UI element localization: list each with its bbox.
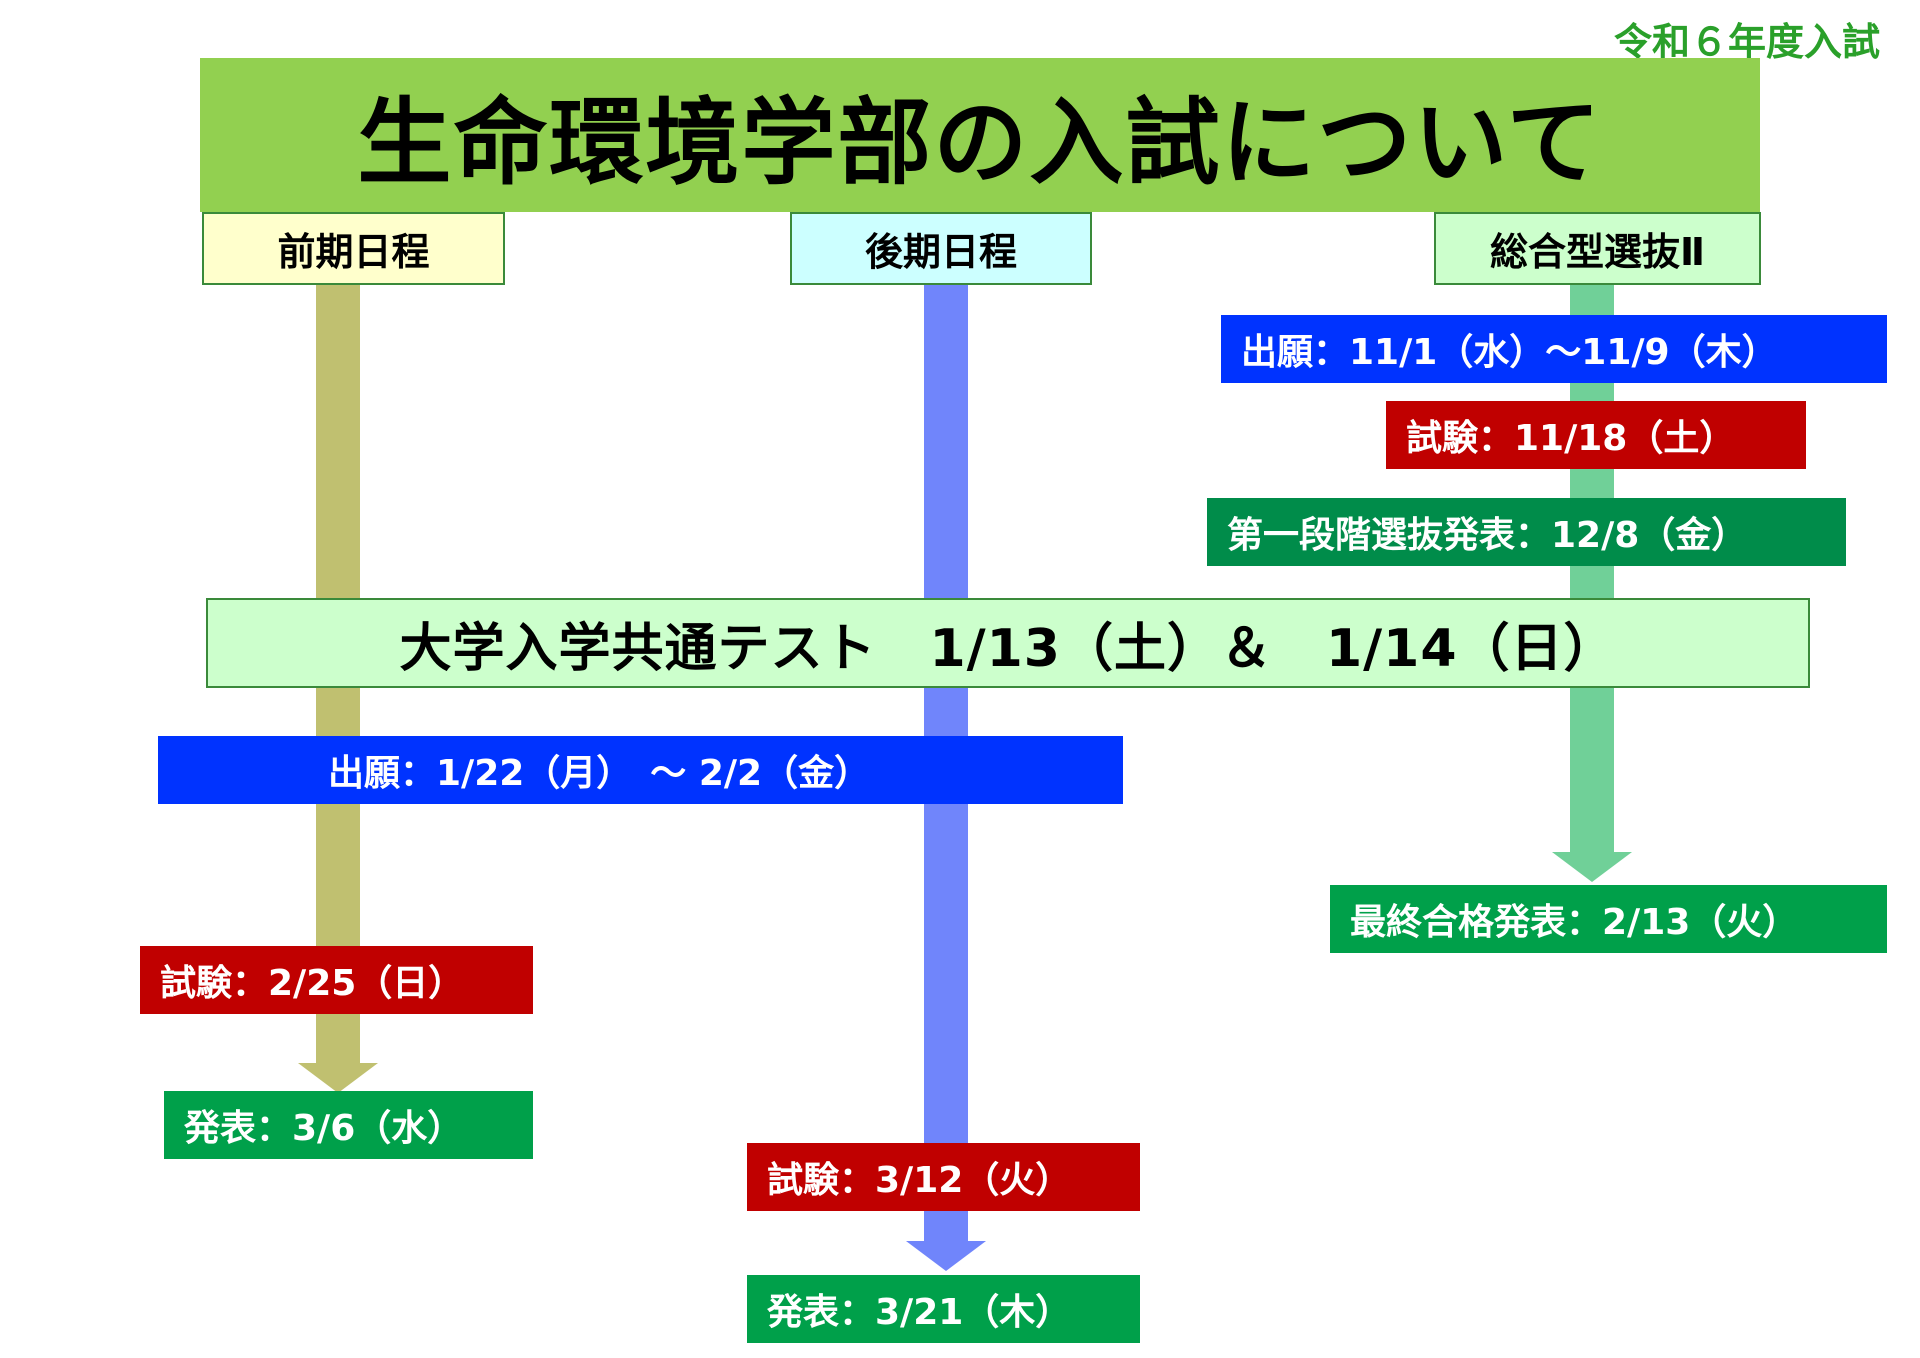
track-header-koki: 後期日程 (790, 212, 1092, 285)
sogo-exam-box: 試験：11/18（土） (1386, 401, 1806, 469)
year-label: 令和６年度入試 (1613, 19, 1880, 64)
page-title: 生命環境学部の入試について (200, 58, 1760, 212)
koki-announce-box: 発表：3/21（木） (747, 1275, 1140, 1343)
track-header-sogo: 総合型選抜Ⅱ (1434, 212, 1761, 285)
zenki-exam-box: 試験：2/25（日） (140, 946, 533, 1014)
general-application-box: 出願：1/22（月） ～ 2/2（金） (158, 736, 1123, 804)
koki-exam-box: 試験：3/12（火） (747, 1143, 1140, 1211)
sogo-application-box: 出願：11/1（水）～11/9（木） (1221, 315, 1887, 383)
zenki-announce-box: 発表：3/6（水） (164, 1091, 533, 1159)
common-test-banner: 大学入学共通テスト 1/13（土）＆ 1/14（日） (206, 598, 1810, 688)
zenki-arrow-head-icon (298, 1063, 378, 1093)
sogo-first-stage-box: 第一段階選抜発表：12/8（金） (1207, 498, 1846, 566)
koki-arrow-head-icon (906, 1241, 986, 1271)
sogo-arrow-head-icon (1552, 852, 1632, 882)
sogo-final-announce-box: 最終合格発表：2/13（火） (1330, 885, 1887, 953)
track-header-zenki: 前期日程 (202, 212, 505, 285)
